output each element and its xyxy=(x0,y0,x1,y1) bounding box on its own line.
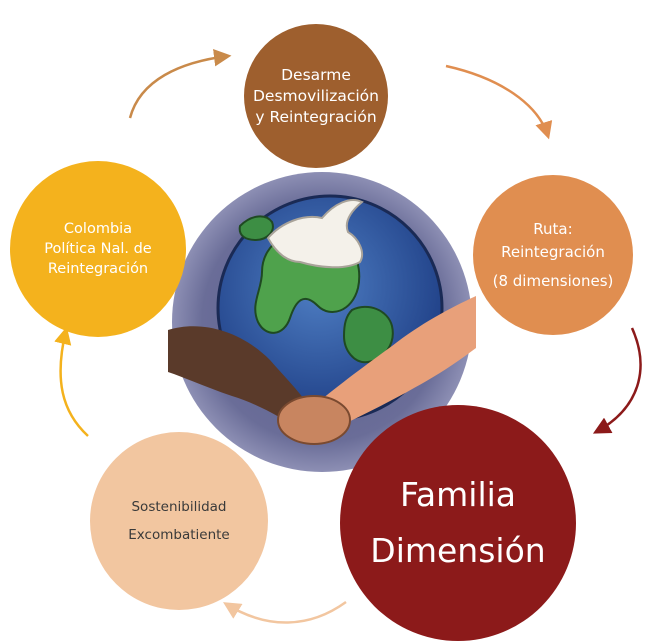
node-colombia-politica: Colombia Política Nal. de Reintegración xyxy=(10,161,186,337)
dove-icon xyxy=(266,199,364,269)
arrow-ddr-to-ruta xyxy=(445,64,553,140)
node-ruta-reintegracion: Ruta: Reintegración (8 dimensiones) xyxy=(473,175,633,335)
handshake-icon xyxy=(277,395,351,445)
continent-shape xyxy=(342,305,394,364)
node-sostenibilidad-line1: Sostenibilidad xyxy=(131,499,227,515)
node-familia-line2: Dimensión xyxy=(370,531,546,570)
node-sostenibilidad: Sostenibilidad Excombatiente xyxy=(90,432,268,610)
node-colombia-line3: Reintegración xyxy=(47,261,149,277)
node-sostenibilidad-line2: Excombatiente xyxy=(128,527,230,543)
node-ddr: Desarme Desmovilización y Reintegración xyxy=(244,24,388,168)
arrow-sostenibilidad-to-colombia xyxy=(54,326,89,437)
node-ruta-line2: Reintegración xyxy=(501,242,605,261)
node-ddr-line3: y Reintegración xyxy=(255,107,377,126)
dark-arm-shape xyxy=(168,326,312,430)
cycle-arrows xyxy=(54,49,642,624)
node-ruta-line3: (8 dimensiones) xyxy=(492,271,614,290)
node-ruta-line1: Ruta: xyxy=(533,219,573,238)
node-ddr-line1: Desarme xyxy=(281,65,351,84)
node-familia-dimension: Familia Dimensión xyxy=(340,405,576,641)
light-arm-shape xyxy=(316,296,476,432)
center-illustration xyxy=(168,172,476,472)
continent-shape xyxy=(238,215,274,242)
node-colombia-line1: Colombia xyxy=(63,221,133,237)
node-familia-line1: Familia xyxy=(399,475,517,514)
arrow-familia-to-sostenibilidad xyxy=(223,600,347,624)
arrow-ruta-to-familia xyxy=(592,327,642,434)
node-colombia-line2: Política Nal. de xyxy=(44,241,152,257)
arrow-colombia-to-ddr xyxy=(128,49,232,119)
node-ddr-line2: Desmovilización xyxy=(253,86,379,105)
